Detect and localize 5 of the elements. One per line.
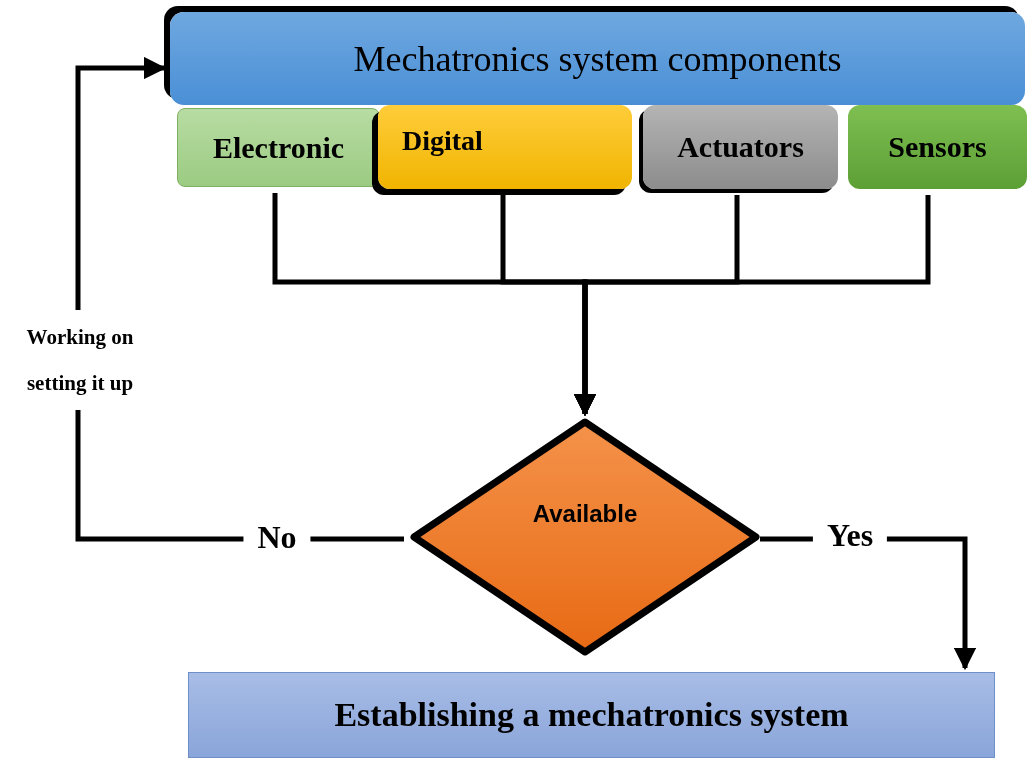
component-box: Electronic <box>177 108 380 187</box>
connector-arrow <box>573 195 931 417</box>
component-box: Sensors <box>848 105 1027 189</box>
result-box: Establishing a mechatronics system <box>188 672 995 758</box>
decision-diamond: Available <box>410 418 760 656</box>
